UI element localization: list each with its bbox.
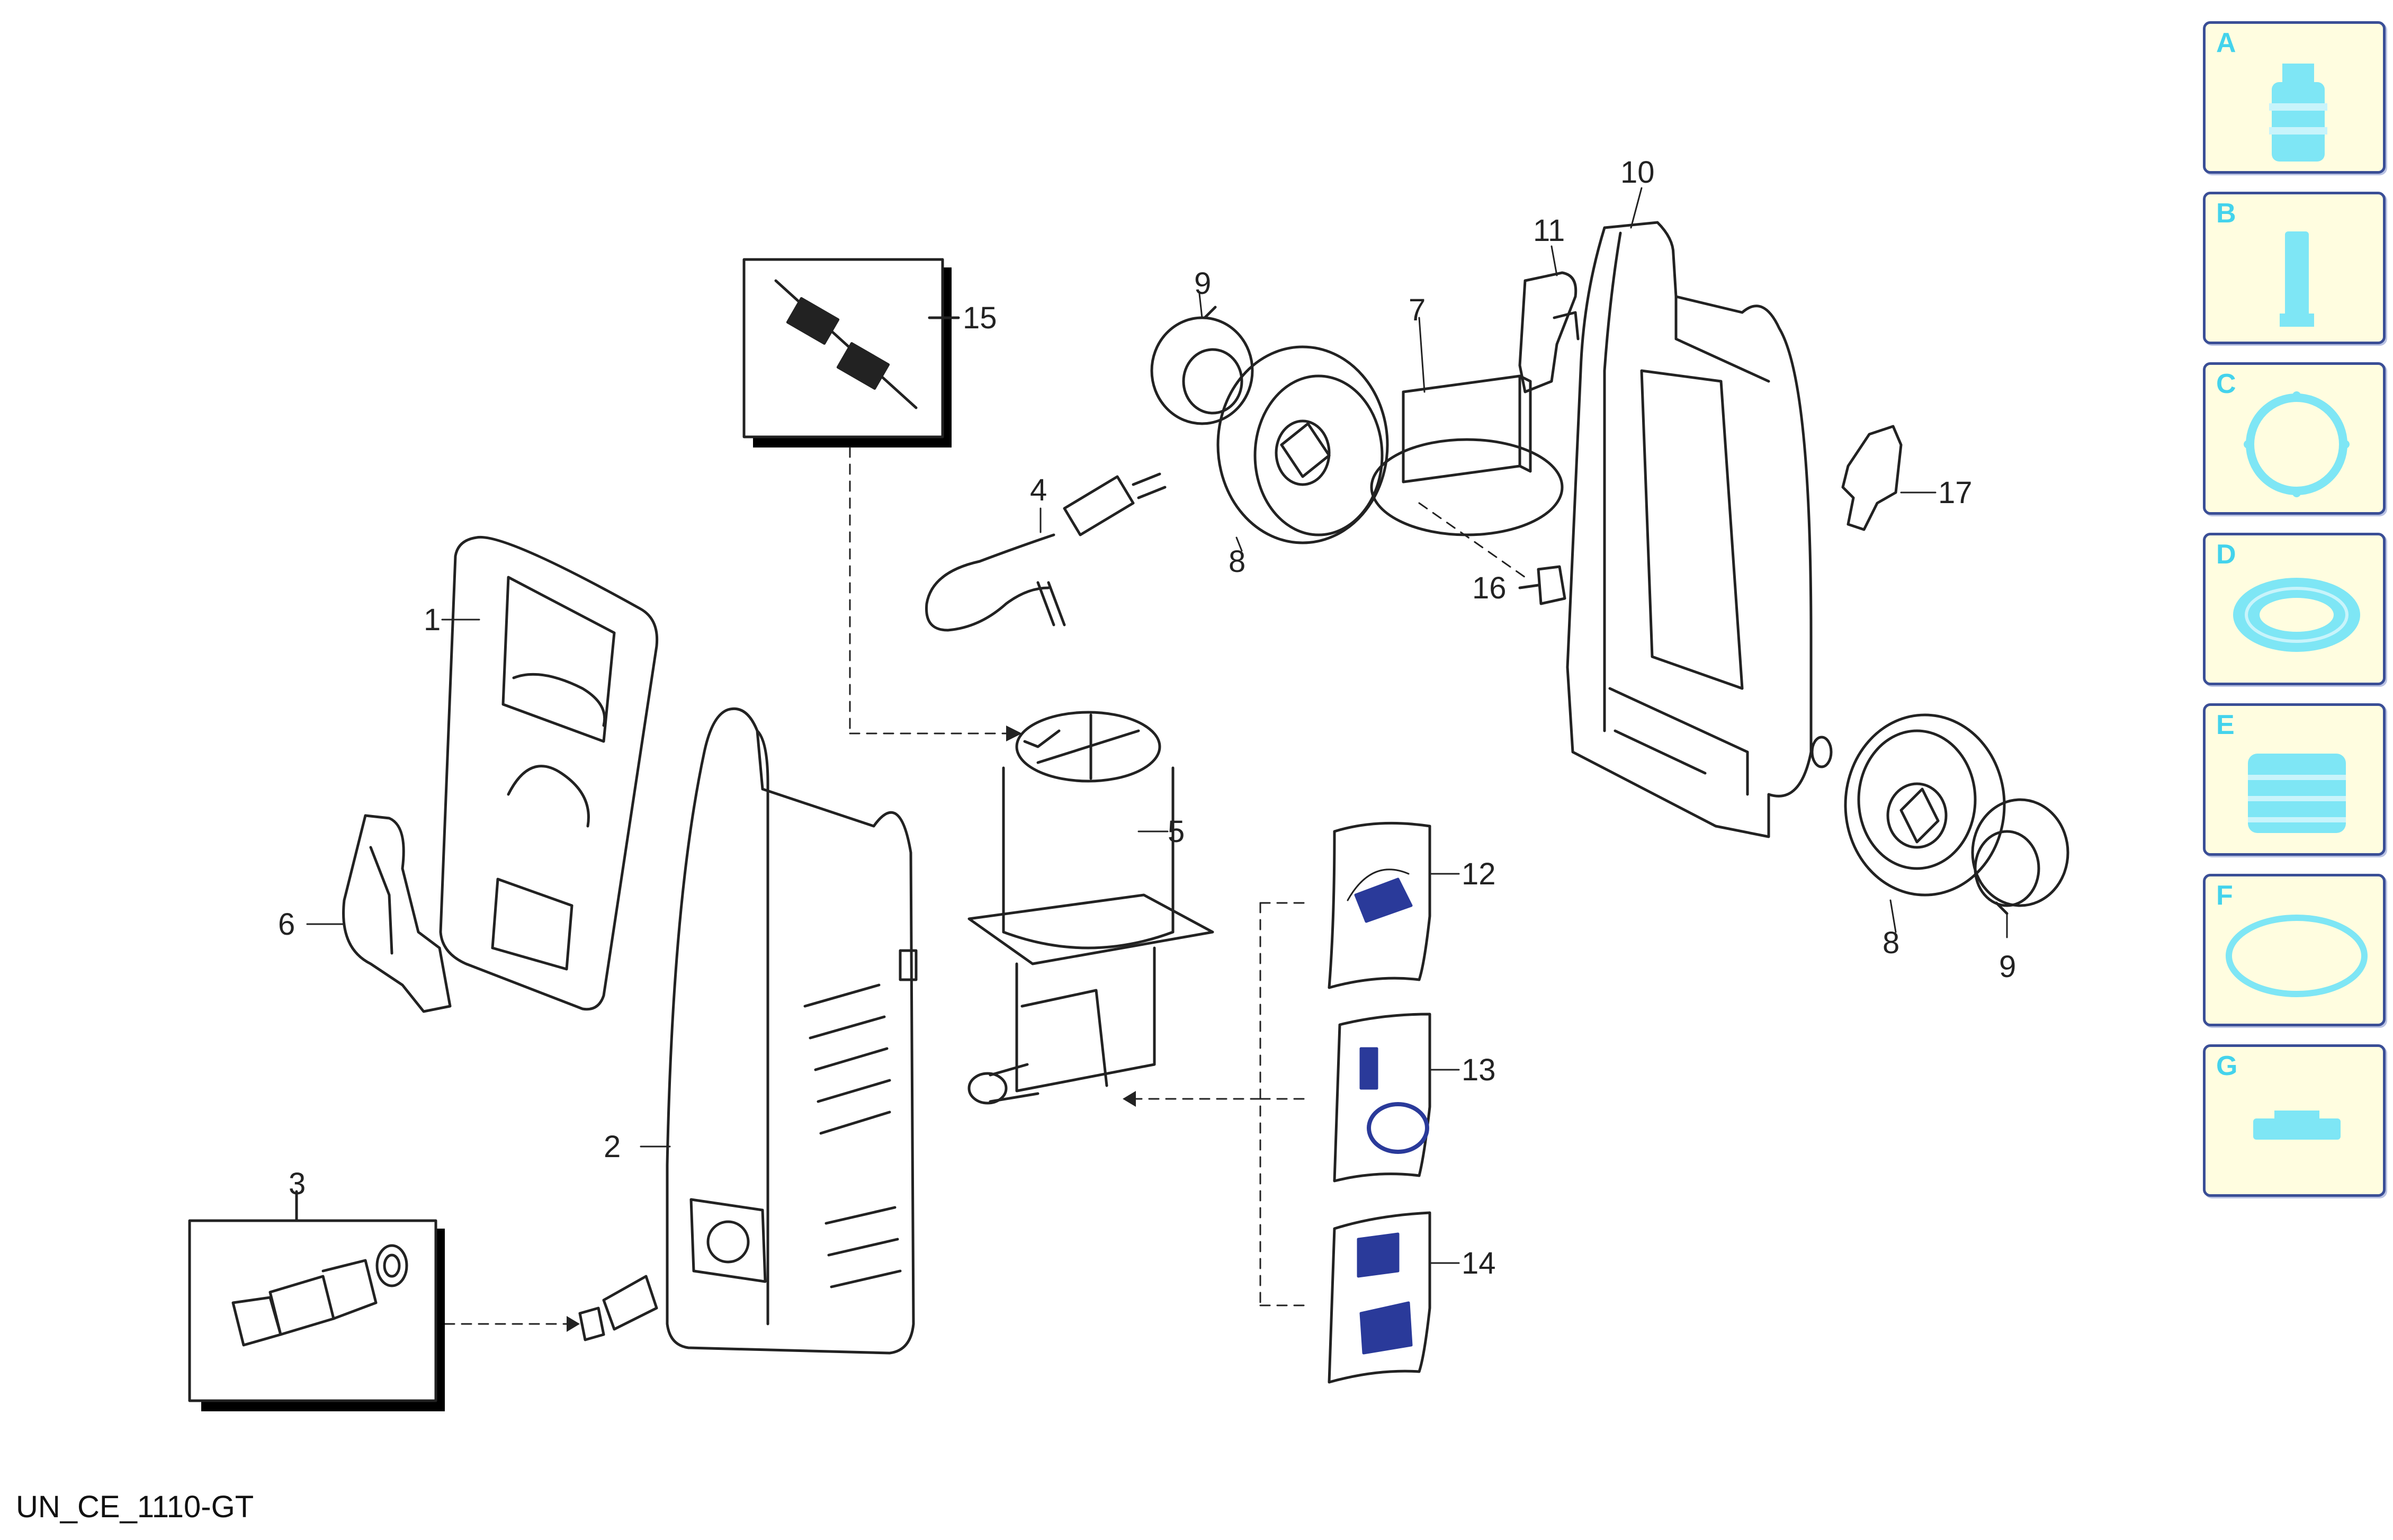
drawing-code: UN_CE_1110-GT	[16, 1490, 254, 1524]
callout-4: 4	[1030, 473, 1047, 507]
callout-12: 12	[1462, 857, 1496, 891]
flat-seal-icon	[2253, 1111, 2341, 1140]
part-11-bracket	[1518, 271, 1580, 393]
gasket-ring-icon	[2244, 391, 2350, 497]
callout-labels: 1 2 3 4 5 6 7 8 8 9 9 10 11 12 13 14 15 …	[278, 155, 2016, 1281]
part-6-hook	[342, 814, 452, 1013]
callout-14: 14	[1462, 1246, 1496, 1281]
legend-tile-c[interactable]: C	[2203, 362, 2386, 515]
callout-2: 2	[604, 1130, 621, 1164]
legend-tile-a[interactable]: A	[2203, 21, 2386, 174]
part-12-kit	[1328, 821, 1431, 989]
legend-letter: D	[2216, 539, 2236, 570]
callout-10: 10	[1620, 155, 1655, 190]
part-3-inlet-box	[188, 1190, 445, 1411]
legend-tile-e[interactable]: E	[2203, 703, 2386, 856]
part-13-kit	[1333, 1013, 1431, 1183]
part-7-capacitor	[1370, 374, 1564, 536]
callout-5: 5	[1168, 814, 1185, 849]
callout-1: 1	[424, 603, 441, 637]
part-4-power-cord	[925, 472, 1167, 632]
callout-8-upper: 8	[1229, 544, 1245, 579]
callout-6: 6	[278, 907, 295, 942]
callout-16: 16	[1472, 571, 1507, 605]
legend-letter: E	[2216, 710, 2235, 740]
legend-panel: A B C D E	[2203, 21, 2386, 1215]
part-3-adapter	[578, 1275, 658, 1341]
legend-letter: B	[2216, 198, 2236, 229]
part-9-hub-cap-upper	[1150, 306, 1254, 425]
seal-ring-icon	[2233, 578, 2360, 652]
part-14-kit	[1328, 1211, 1431, 1384]
part-17-clip	[1841, 425, 1903, 531]
legend-letter: A	[2216, 28, 2236, 58]
dashed-guides	[444, 446, 1526, 1325]
callout-11: 11	[1533, 213, 1565, 248]
part-9-hub-cap-lower	[1971, 798, 2069, 915]
cap-icon	[2269, 64, 2327, 162]
legend-tile-f[interactable]: F	[2203, 874, 2386, 1026]
callout-8-lower: 8	[1883, 926, 1899, 960]
leader-lines	[295, 187, 2008, 1264]
legend-letter: G	[2216, 1051, 2238, 1081]
part-2-housing	[666, 707, 918, 1355]
legend-letter: F	[2216, 880, 2233, 911]
part-8-wheel-upper	[1216, 345, 1389, 544]
o-ring-icon	[2226, 915, 2368, 997]
legend-letter: C	[2216, 369, 2236, 399]
part-8-wheel-lower	[1844, 713, 2006, 897]
legend-tile-g[interactable]: G	[2203, 1044, 2386, 1197]
part-15-brushes	[742, 258, 960, 447]
callout-9-lower: 9	[1999, 950, 2016, 984]
callout-3: 3	[289, 1167, 306, 1201]
part-10-rear-frame	[1566, 221, 1833, 838]
legend-tile-b[interactable]: B	[2203, 192, 2386, 344]
callout-7: 7	[1409, 293, 1426, 327]
stacked-seal-icon	[2248, 754, 2346, 833]
part-16-switch	[1518, 565, 1566, 605]
part-5-motor-pump	[967, 711, 1214, 1105]
callout-17: 17	[1938, 476, 1973, 510]
callout-15: 15	[963, 301, 997, 335]
callout-9-upper: 9	[1194, 266, 1211, 301]
part-1-front-panel	[439, 535, 659, 1011]
legend-tile-d[interactable]: D	[2203, 533, 2386, 685]
cylinder-icon	[2280, 231, 2314, 327]
callout-13: 13	[1462, 1053, 1496, 1087]
